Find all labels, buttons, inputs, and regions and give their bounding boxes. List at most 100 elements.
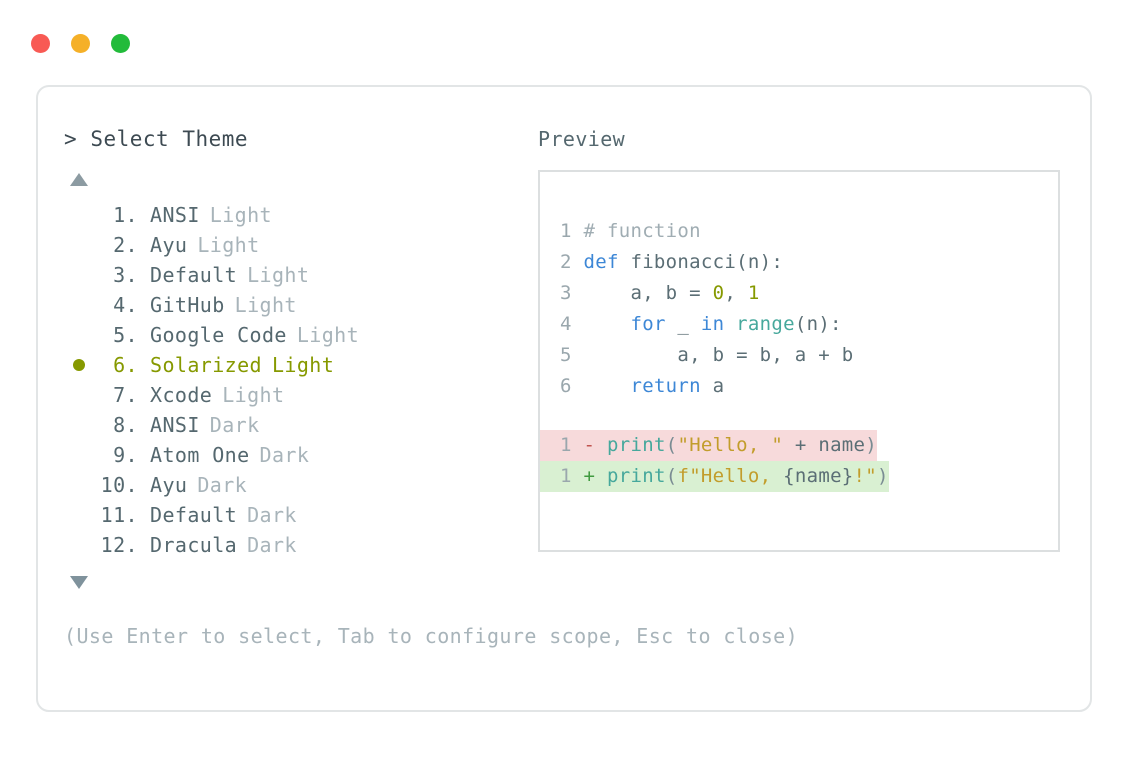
code-number: 1 <box>747 282 760 304</box>
list-item[interactable]: 4. GitHub Light <box>64 290 524 320</box>
list-item-variant: Dark <box>247 533 297 557</box>
code-line: 2 def fibonacci(n): <box>560 247 1058 278</box>
list-item-number: 4. <box>113 293 138 317</box>
code-text: a, b = <box>583 282 713 304</box>
list-item[interactable]: 10. Ayu Dark <box>64 470 524 500</box>
page-title <box>77 127 90 151</box>
list-item[interactable]: 8. ANSI Dark <box>64 410 524 440</box>
maximize-dot[interactable] <box>111 33 130 53</box>
list-item-number: 12. <box>100 533 138 557</box>
code-text: a, b = b, a + b <box>583 344 854 366</box>
code-string: f"Hello, <box>677 465 784 487</box>
list-item[interactable]: 5. Google Code Light <box>64 320 524 350</box>
preview-pane: Preview 1 # function 2 def fibonacci(n):… <box>538 125 1066 552</box>
line-number: 4 <box>560 313 572 335</box>
list-item-number: 10. <box>100 473 138 497</box>
code-keyword: for <box>630 313 666 335</box>
list-item-selected[interactable]: 6. Solarized Light <box>64 350 524 380</box>
code-space <box>572 282 584 304</box>
line-number: 3 <box>560 282 572 304</box>
preview-label: Preview <box>538 127 626 151</box>
code-space <box>572 375 584 397</box>
code-space <box>572 251 584 273</box>
list-item[interactable]: 12. Dracula Dark <box>64 530 524 560</box>
diff-added-row: 1 + print(f"Hello, {name}!") <box>540 461 1058 492</box>
code-function: print <box>607 434 666 456</box>
list-item-number: 2. <box>113 233 138 257</box>
window-titlebar <box>0 0 1129 86</box>
list-item-variant: Dark <box>197 473 248 497</box>
code-space <box>595 465 607 487</box>
code-keyword: return <box>630 375 701 397</box>
list-item-label: Xcode <box>150 383 213 407</box>
list-item[interactable]: 7. Xcode Light <box>64 380 524 410</box>
line-number: 1 <box>560 465 572 487</box>
code-text: _ <box>665 313 701 335</box>
line-number: 6 <box>560 375 572 397</box>
code-function: print <box>607 465 666 487</box>
code-line: 3 a, b = 0, 1 <box>560 278 1058 309</box>
list-item-label: Ayu <box>150 233 188 257</box>
list-item-label: ANSI <box>150 203 200 227</box>
minimize-dot[interactable] <box>71 33 90 53</box>
code-space <box>572 313 584 335</box>
code-text: + name <box>783 434 866 456</box>
code-number: 0 <box>712 282 725 304</box>
code-fstring-expr: {name} <box>783 465 854 487</box>
diff-removed-row: 1 - print("Hello, " + name) <box>540 430 1058 461</box>
code-text: , <box>724 282 748 304</box>
list-item-label: Solarized <box>150 353 262 377</box>
line-number: 1 <box>560 220 572 242</box>
code-comment: # function <box>583 220 701 242</box>
prompt-title-text: Select Theme <box>90 127 249 151</box>
prompt-header: > Select Theme <box>64 125 524 153</box>
list-item[interactable]: 11. Default Dark <box>64 500 524 530</box>
list-item[interactable]: 3. Default Light <box>64 260 524 290</box>
keyboard-hint: (Use Enter to select, Tab to configure s… <box>64 624 799 648</box>
list-item-variant: Dark <box>247 503 297 527</box>
code-line: 4 for _ in range(n): <box>560 309 1058 340</box>
list-item-label: Dracula <box>150 533 238 557</box>
prompt-caret-icon: > <box>64 127 78 151</box>
list-item-number: 8. <box>113 413 138 437</box>
list-item[interactable]: 1. ANSI Light <box>64 200 524 230</box>
line-number: 2 <box>560 251 572 273</box>
code-space <box>572 434 584 456</box>
selection-bullet-slot <box>64 359 94 371</box>
list-item-number: 1. <box>113 203 138 227</box>
list-item-variant: Dark <box>209 413 260 437</box>
theme-picker-card: > Select Theme 1. ANSI Light 2. Ayu Ligh… <box>36 85 1092 712</box>
code-punct: ) <box>865 434 878 456</box>
list-item-number: 7. <box>113 383 138 407</box>
list-item-label: Google Code <box>150 323 287 347</box>
triangle-down-icon[interactable] <box>70 576 88 589</box>
code-line: 5 a, b = b, a + b <box>560 340 1058 371</box>
triangle-up-icon[interactable] <box>70 173 88 186</box>
code-keyword: in <box>700 313 725 335</box>
code-punct: ) <box>877 465 889 487</box>
line-number: 1 <box>560 434 572 456</box>
code-indent <box>584 375 631 397</box>
list-item-label: GitHub <box>150 293 225 317</box>
list-item-variant: Light <box>247 263 310 287</box>
list-item[interactable]: 9. Atom One Dark <box>64 440 524 470</box>
list-item-label: Default <box>150 263 238 287</box>
code-space <box>572 220 584 242</box>
code-text: (n): <box>794 313 842 335</box>
code-keyword: def <box>583 251 619 273</box>
code-string: " <box>865 465 878 487</box>
list-item-label: ANSI <box>150 413 200 437</box>
list-item-number: 5. <box>113 323 138 347</box>
diff-minus-icon: - <box>583 434 596 456</box>
theme-selector-pane: > Select Theme 1. ANSI Light 2. Ayu Ligh… <box>64 125 524 589</box>
theme-list: 1. ANSI Light 2. Ayu Light 3. Default Li… <box>64 200 524 560</box>
list-item-number: 3. <box>113 263 138 287</box>
close-dot[interactable] <box>31 33 50 53</box>
list-item-variant: Light <box>209 203 272 227</box>
panes-container: > Select Theme 1. ANSI Light 2. Ayu Ligh… <box>38 87 1090 710</box>
code-line: 6 return a <box>560 371 1058 402</box>
list-item[interactable]: 2. Ayu Light <box>64 230 524 260</box>
list-item-variant: Light <box>222 383 285 407</box>
code-punct: ( <box>665 465 678 487</box>
list-item-variant: Light <box>296 323 360 347</box>
